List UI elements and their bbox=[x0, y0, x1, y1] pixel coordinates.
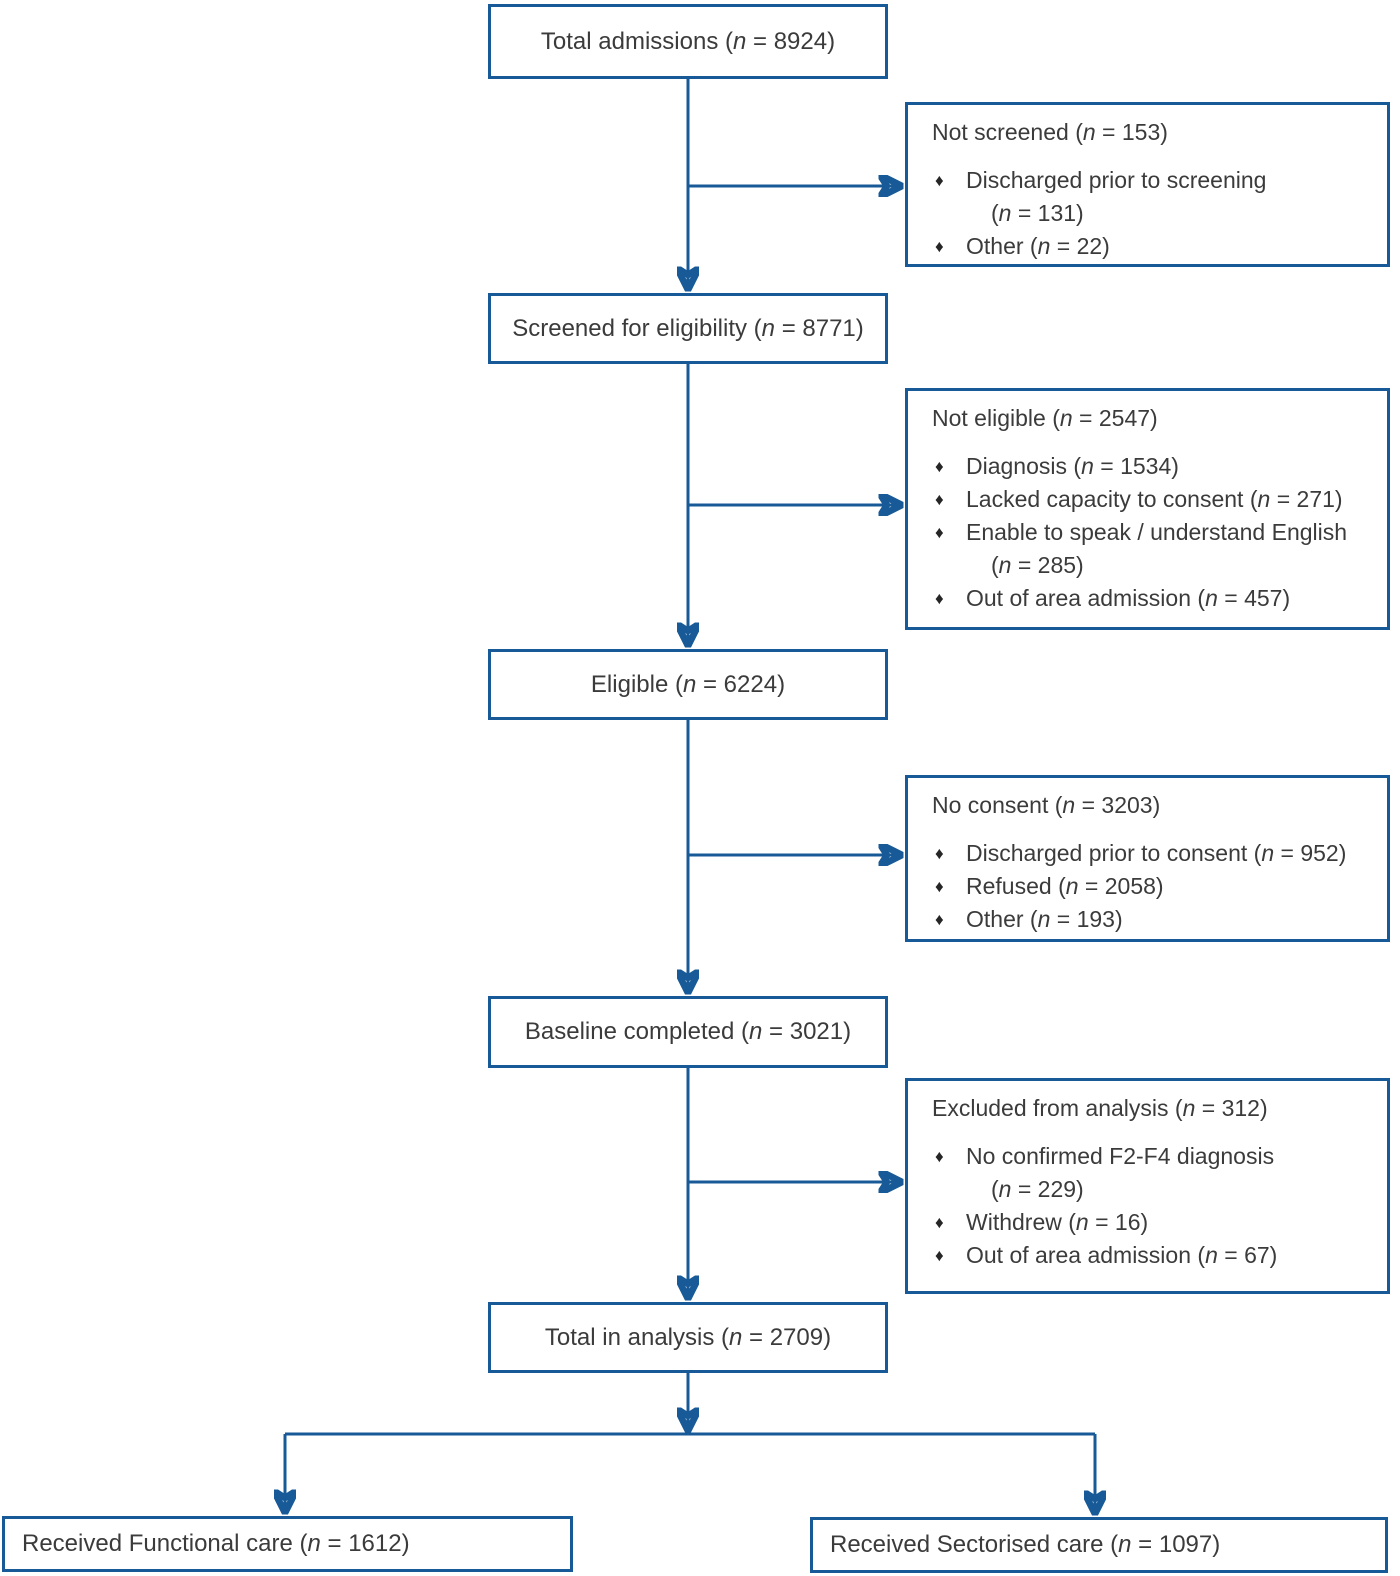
list-item-text: Out of area admission (n = 67) bbox=[966, 1242, 1278, 1268]
list-item: ♦ No confirmed F2-F4 diagnosis (n = 229) bbox=[932, 1140, 1356, 1206]
diamond-bullet-icon: ♦ bbox=[935, 171, 944, 190]
box-label: Received Functional care (n = 1612) bbox=[22, 1530, 410, 1557]
list-item: ♦ Out of area admission (n = 457) bbox=[932, 582, 1356, 615]
box-received-functional-care: Received Functional care (n = 1612) bbox=[2, 1516, 573, 1572]
box-label: Total admissions (n = 8924) bbox=[540, 27, 836, 55]
box-label: Baseline completed (n = 3021) bbox=[524, 1018, 852, 1045]
diamond-bullet-icon: ♦ bbox=[935, 457, 944, 476]
box-eligible: Eligible (n = 6224) bbox=[488, 649, 888, 720]
bullet-list: ♦ Discharged prior to screening (n = 131)… bbox=[932, 164, 1356, 263]
diamond-bullet-icon: ♦ bbox=[935, 490, 944, 509]
bullet-list: ♦ Diagnosis (n = 1534) ♦ Lacked capacity t… bbox=[932, 450, 1356, 615]
list-item: ♦ Lacked capacity to consent (n = 271) bbox=[932, 483, 1356, 516]
list-item-text: Refused (n = 2058) bbox=[966, 873, 1164, 899]
sidebox-title: Not screened (n = 153) bbox=[932, 119, 1168, 145]
diamond-bullet-icon: ♦ bbox=[935, 589, 944, 608]
sidebox-no-consent: No consent (n = 3203) ♦ Discharged prior … bbox=[905, 775, 1390, 942]
diamond-bullet-icon: ♦ bbox=[935, 1213, 944, 1232]
list-item: ♦ Discharged prior to consent (n = 952) bbox=[932, 837, 1356, 870]
list-item: ♦ Withdrew (n = 16) bbox=[932, 1206, 1356, 1239]
box-baseline-completed: Baseline completed (n = 3021) bbox=[488, 996, 888, 1068]
diamond-bullet-icon: ♦ bbox=[935, 523, 944, 542]
list-item: ♦ Discharged prior to screening (n = 131) bbox=[932, 164, 1356, 230]
box-label: Received Sectorised care (n = 1097) bbox=[830, 1531, 1221, 1558]
list-item: ♦ Other (n = 22) bbox=[932, 230, 1356, 263]
list-item-text: Diagnosis (n = 1534) bbox=[966, 453, 1179, 479]
list-item: ♦ Refused (n = 2058) bbox=[932, 870, 1356, 903]
box-label: Total in analysis (n = 2709) bbox=[544, 1323, 832, 1351]
box-received-sectorised-care: Received Sectorised care (n = 1097) bbox=[810, 1517, 1388, 1573]
list-item: ♦ Enable to speak / understand English (n… bbox=[932, 516, 1356, 582]
diamond-bullet-icon: ♦ bbox=[935, 910, 944, 929]
list-item-text: Discharged prior to screening (n = 131) bbox=[966, 167, 1267, 226]
diamond-bullet-icon: ♦ bbox=[935, 877, 944, 896]
box-label: Eligible (n = 6224) bbox=[590, 670, 786, 698]
list-item-text: No confirmed F2-F4 diagnosis (n = 229) bbox=[966, 1143, 1275, 1202]
diamond-bullet-icon: ♦ bbox=[935, 237, 944, 256]
list-item: ♦ Diagnosis (n = 1534) bbox=[932, 450, 1356, 483]
sidebox-title: Not eligible (n = 2547) bbox=[932, 405, 1158, 431]
sidebox-title: No consent (n = 3203) bbox=[932, 792, 1161, 818]
list-item-text: Lacked capacity to consent (n = 271) bbox=[966, 486, 1343, 512]
sidebox-not-eligible: Not eligible (n = 2547) ♦ Diagnosis (n = … bbox=[905, 388, 1390, 630]
box-total-admissions: Total admissions (n = 8924) bbox=[488, 4, 888, 79]
sidebox-excluded-from-analysis: Excluded from analysis (n = 312) ♦ No con… bbox=[905, 1078, 1390, 1294]
sidebox-not-screened: Not screened (n = 153) ♦ Discharged prior… bbox=[905, 102, 1390, 267]
list-item-text: Out of area admission (n = 457) bbox=[966, 585, 1291, 611]
box-label: Screened for eligibility (n = 8771) bbox=[512, 314, 864, 342]
bullet-list: ♦ Discharged prior to consent (n = 952) ♦… bbox=[932, 837, 1356, 936]
list-item: ♦ Out of area admission (n = 67) bbox=[932, 1239, 1356, 1272]
sidebox-title: Excluded from analysis (n = 312) bbox=[932, 1095, 1268, 1121]
list-item-text: Withdrew (n = 16) bbox=[966, 1209, 1149, 1235]
diamond-bullet-icon: ♦ bbox=[935, 1147, 944, 1166]
box-total-in-analysis: Total in analysis (n = 2709) bbox=[488, 1302, 888, 1373]
diamond-bullet-icon: ♦ bbox=[935, 1246, 944, 1265]
list-item-text: Enable to speak / understand English (n … bbox=[966, 519, 1348, 578]
list-item-text: Other (n = 193) bbox=[966, 906, 1123, 932]
list-item: ♦ Other (n = 193) bbox=[932, 903, 1356, 936]
list-item-text: Discharged prior to consent (n = 952) bbox=[966, 840, 1347, 866]
box-screened-for-eligibility: Screened for eligibility (n = 8771) bbox=[488, 293, 888, 364]
list-item-text: Other (n = 22) bbox=[966, 233, 1110, 259]
bullet-list: ♦No confirmed F2-F4 diagnosis (n = 229) … bbox=[932, 1140, 1356, 1272]
diamond-bullet-icon: ♦ bbox=[935, 844, 944, 863]
